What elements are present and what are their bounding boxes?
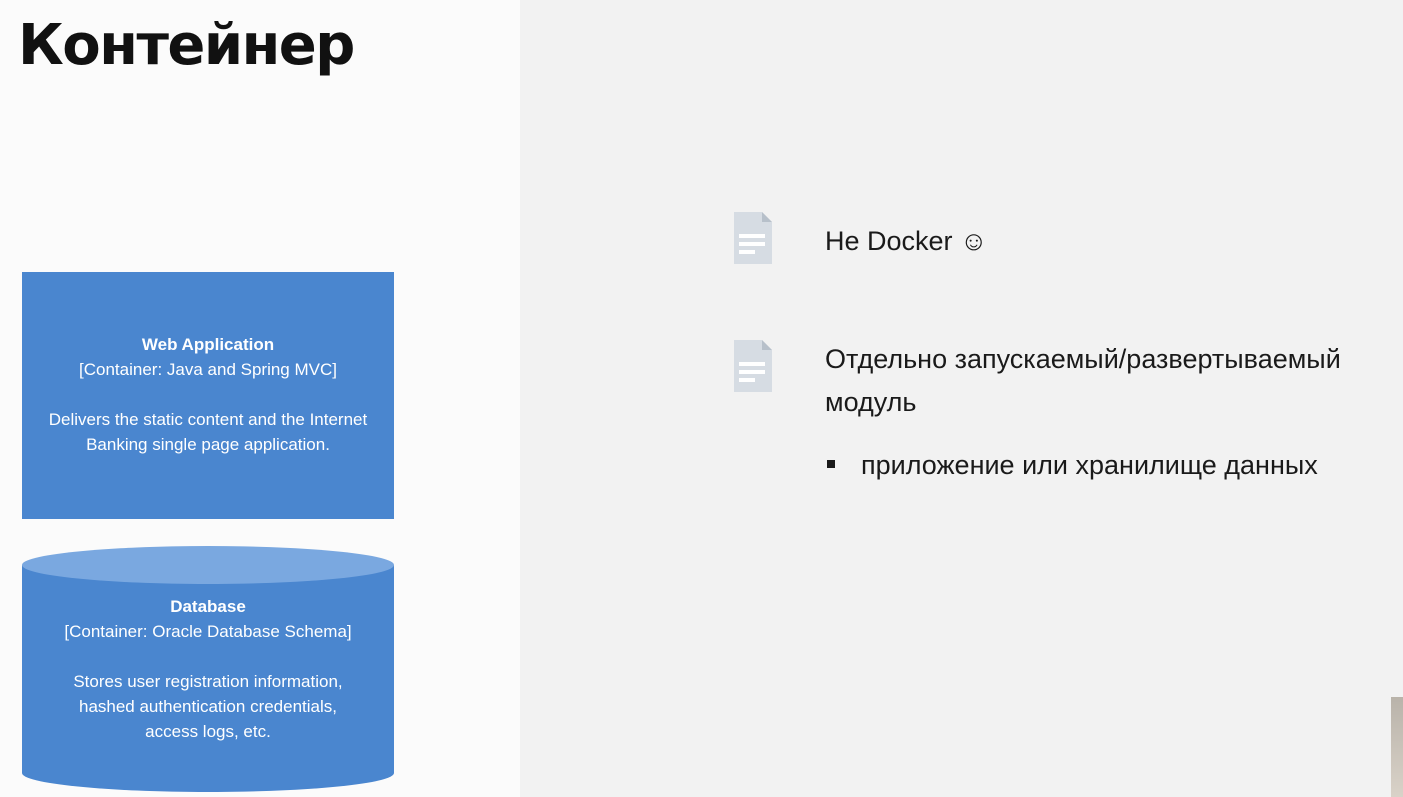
database-technology: [Container: Oracle Database Schema] (64, 622, 352, 641)
document-icon (734, 212, 772, 264)
database-label: Database [Container: Oracle Database Sch… (22, 594, 394, 744)
web-application-technology: [Container: Java and Spring MVC] (79, 360, 337, 379)
database-name: Database (170, 597, 246, 616)
video-thumbnail-edge (1391, 697, 1403, 797)
slide-title: Контейнер (18, 13, 355, 78)
bullet-text-not-docker: Не Docker ☺ (825, 226, 988, 256)
document-icon (734, 340, 772, 392)
web-application-container: Web Application [Container: Java and Spr… (22, 272, 394, 519)
bullet-text-deployable-line1: Отдельно запускаемый/развертываемый (825, 344, 1341, 374)
sub-bullet-item: приложение или хранилище данных (827, 445, 1318, 485)
web-application-description: Delivers the static content and the Inte… (48, 410, 368, 454)
sub-bullet-text: приложение или хранилище данных (861, 450, 1318, 480)
database-cylinder-top (22, 546, 394, 584)
database-description: Stores user registration information, ha… (73, 672, 343, 741)
bullet-text-deployable-line2: модуль (825, 387, 917, 417)
database-cylinder (22, 546, 394, 792)
square-bullet-icon (827, 459, 835, 468)
database-cylinder-body (22, 565, 394, 792)
web-application-name: Web Application (141, 335, 275, 354)
